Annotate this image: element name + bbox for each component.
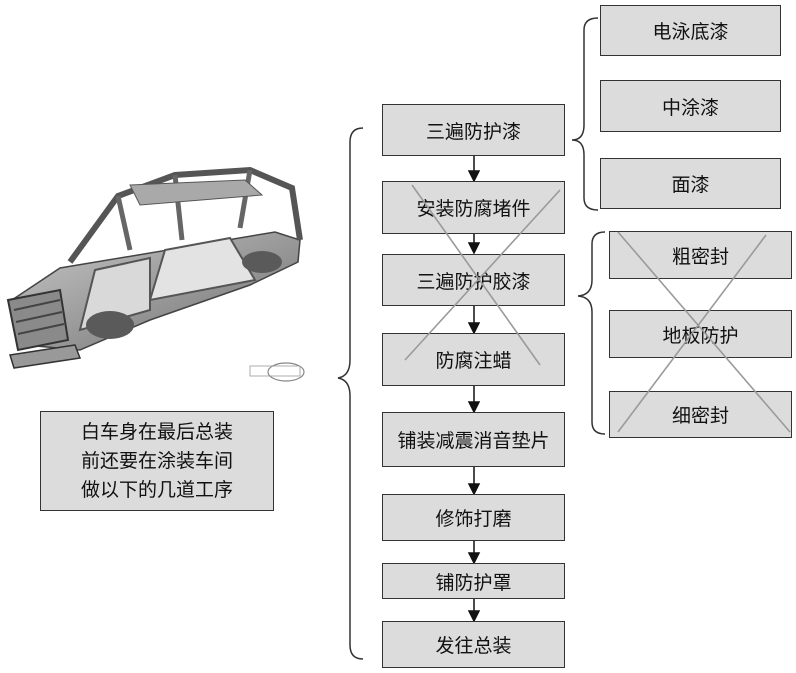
step-1-label: 三遍防护漆	[425, 120, 521, 143]
step-4-label: 防腐注蜡	[435, 350, 512, 372]
car-body-image	[6, 166, 305, 382]
step-7-label: 铺防护罩	[435, 571, 512, 594]
paint-layer-3-label: 面漆	[671, 174, 710, 196]
step-8-box: 发往总装	[382, 621, 565, 668]
step-8-label: 发往总装	[435, 635, 512, 657]
step-6-label: 修饰打磨	[435, 508, 512, 530]
note-line-1: 白车身在最后总装	[80, 420, 233, 443]
note-box: 白车身在最后总装 前还要在涂装车间 做以下的几道工序	[40, 411, 274, 511]
paint-layer-1-label: 电泳底漆	[652, 21, 729, 43]
step-3-label: 三遍防护胶漆	[416, 270, 531, 293]
sealing-step-3: 细密封	[609, 391, 792, 438]
paint-brace	[571, 17, 599, 211]
step-3-box: 三遍防护胶漆	[382, 254, 565, 306]
step-4-box: 防腐注蜡	[382, 333, 565, 386]
note-line-2: 前还要在涂装车间	[80, 449, 233, 472]
step-5-label: 铺装减震消音垫片	[397, 430, 550, 452]
paint-layer-2-label: 中涂漆	[661, 96, 719, 119]
sealing-step-3-label: 细密封	[671, 405, 729, 427]
sealing-step-1: 粗密封	[609, 231, 792, 279]
step-2-label: 安装防腐堵件	[416, 198, 531, 220]
paint-layer-2: 中涂漆	[600, 80, 781, 132]
step-5-box: 铺装减震消音垫片	[382, 412, 565, 467]
step-1-box: 三遍防护漆	[382, 104, 565, 156]
sealing-step-2: 地板防护	[609, 310, 792, 358]
step-2-box: 安装防腐堵件	[382, 181, 565, 234]
note-line-3: 做以下的几道工序	[80, 478, 233, 501]
paint-layer-3: 面漆	[600, 158, 781, 209]
sealing-step-1-label: 粗密封	[671, 245, 729, 268]
step-7-box: 铺防护罩	[382, 563, 565, 599]
main-brace	[337, 127, 364, 660]
paint-layer-1: 电泳底漆	[600, 5, 781, 56]
sealing-step-2-label: 地板防护	[662, 324, 739, 347]
step-6-box: 修饰打磨	[382, 494, 565, 541]
sealing-brace	[577, 231, 606, 435]
